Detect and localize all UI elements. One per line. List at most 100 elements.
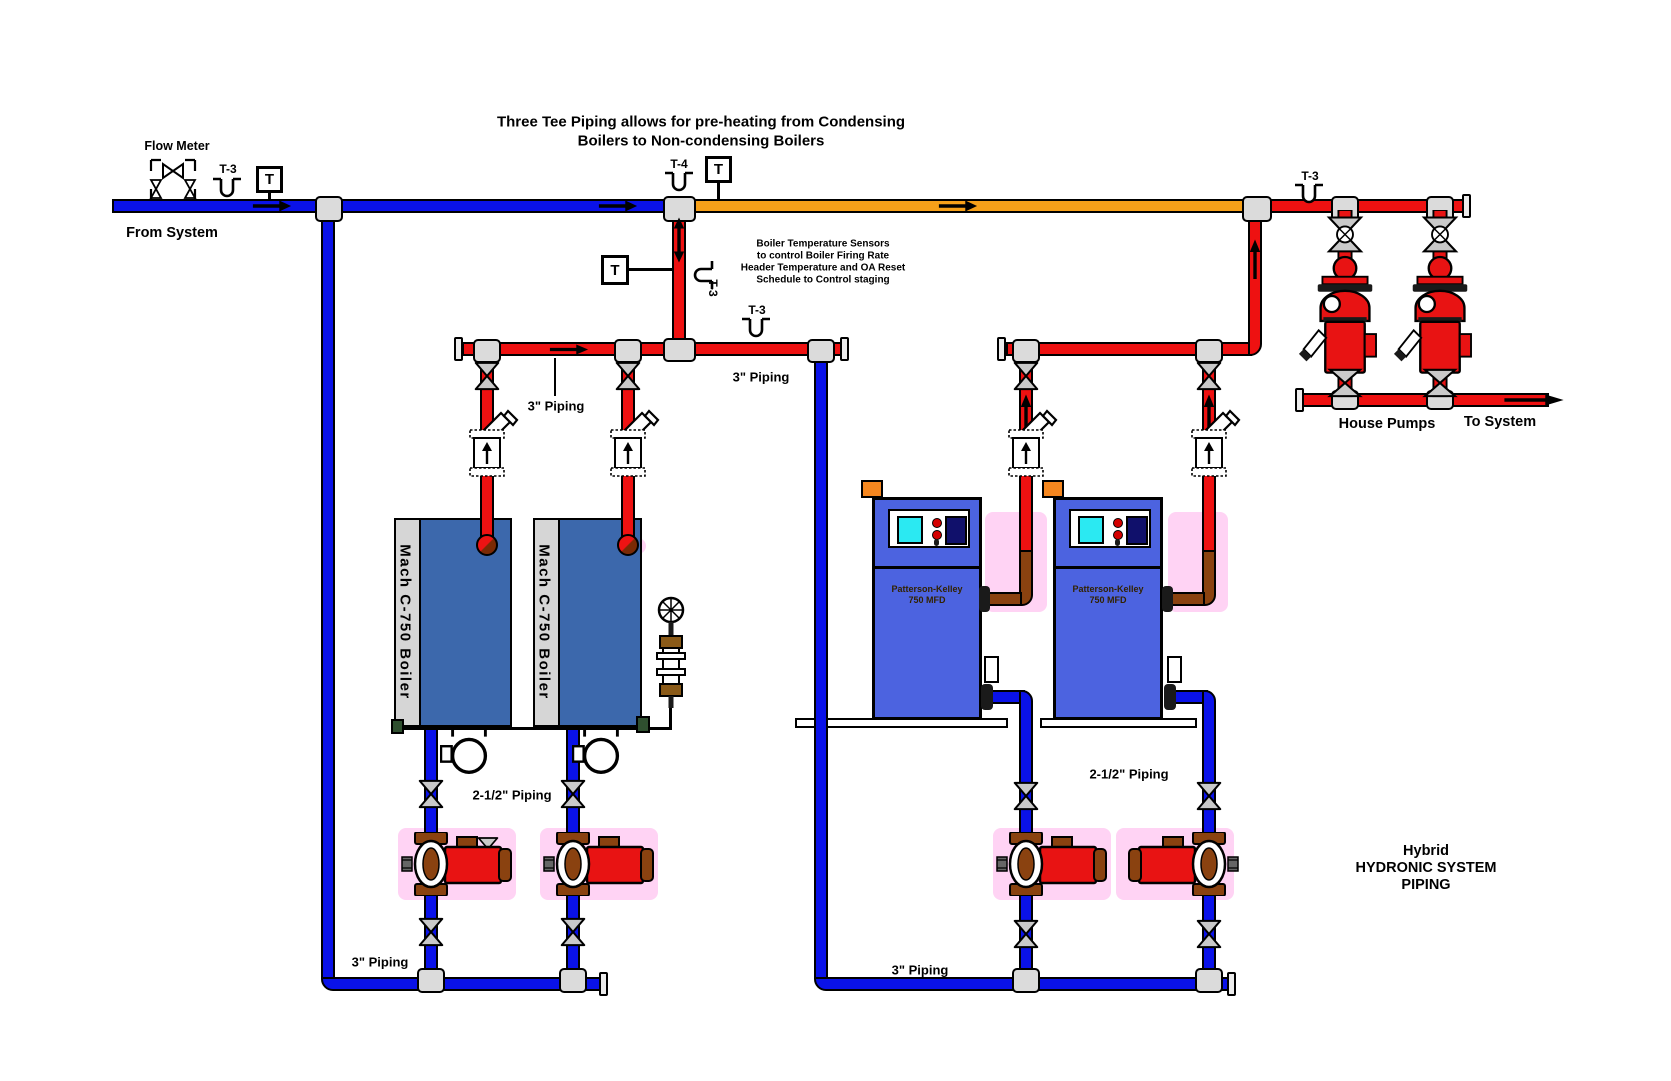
mach-boiler-2-label: Mach C-750 Boiler <box>535 544 553 700</box>
circ-pump-mach-2 <box>572 725 630 779</box>
fitting-bottom-left-tee-1 <box>417 968 445 993</box>
valve-pk-drop-1-lower <box>1012 919 1040 949</box>
boiler-pump-mach-1 <box>401 832 521 896</box>
well-sensor-t3-supply <box>212 177 242 207</box>
flange-pk-riser-2 <box>1162 586 1173 612</box>
fitting-left-header-tee-2 <box>614 339 642 363</box>
fitting-left-header-cross <box>663 338 696 362</box>
from-system-label: From System <box>126 225 218 241</box>
pk-boiler-1-led-1 <box>932 518 942 528</box>
flange-pk-riser-1 <box>979 586 990 612</box>
pk-boiler-1-control-panel <box>888 509 970 548</box>
flow-arrow-left-header <box>549 344 589 355</box>
union-ball-mach-2 <box>617 534 639 556</box>
relief-valve-mach-riser-2 <box>606 404 670 478</box>
mach-boiler-1-label: Mach C-750 Boiler <box>396 544 414 700</box>
footer-line-2: HYDRONIC SYSTEM <box>1355 860 1497 876</box>
temp-sensor-box-3-stem <box>628 268 674 271</box>
footer-line-1: Hybrid <box>1403 843 1449 859</box>
valve-pk-drop-1-upper <box>1012 781 1040 811</box>
pk-boiler-1-label-line-2: 750 MFD <box>908 595 946 605</box>
flow-arrow-right-riser-up <box>1249 238 1261 282</box>
pk-boiler-2-top-tab <box>1042 480 1064 498</box>
pipe-three-tee-drop <box>814 356 828 979</box>
valve-pk-riser-1 <box>1012 361 1040 391</box>
cap-top-header-right <box>1462 194 1471 218</box>
pk-boiler-2-divider <box>1055 566 1161 569</box>
piping-3-label-1: 3" Piping <box>527 398 585 414</box>
flow-arrow-blue-1 <box>252 200 292 212</box>
piping-3-label-3: 3" Piping <box>351 954 409 970</box>
union-ball-mach-1 <box>476 534 498 556</box>
piping-2-5-label-1: 2-1/2" Piping <box>472 787 552 803</box>
page-title-line-1: Three Tee Piping allows for pre-heating … <box>496 113 906 131</box>
t4-label: T-4 <box>670 157 688 171</box>
house-pump-2 <box>1390 210 1490 398</box>
sensor-note-line-4: Schedule to Control staging <box>756 274 890 286</box>
fitting-top-tee-left-drop <box>315 196 343 222</box>
fitting-left-header-tee-1 <box>473 339 501 363</box>
flange-house-pump-header <box>1295 388 1304 412</box>
flow-arrow-mid-riser-double <box>673 217 685 263</box>
sensor-note-line-2: to control Boiler Firing Rate <box>756 250 890 262</box>
page-title-line-2: Boilers to Non-condensing Boilers <box>577 132 825 150</box>
flow-meter-icon <box>148 158 198 202</box>
boiler-pump-pk-1 <box>996 832 1116 896</box>
sensor-note-line-1: Boiler Temperature Sensors <box>756 238 890 250</box>
well-sensor-t3-top-right <box>1294 183 1324 213</box>
pk-boiler-1-display-cyan <box>897 516 923 544</box>
drain-fitting-1 <box>391 719 404 734</box>
drain-fitting-2 <box>636 716 650 733</box>
well-sensor-t4 <box>664 171 694 201</box>
cap-left-header-left <box>454 337 463 361</box>
pk-boiler-1-switch <box>934 539 939 546</box>
fitting-bottom-right-tee-1 <box>1012 968 1040 993</box>
fitting-left-header-tee-3 <box>807 339 835 363</box>
pk-boiler-2-port-cover <box>1167 656 1182 683</box>
temp-sensor-box-1-label: T <box>264 171 275 188</box>
relief-valve-mach-riser-1 <box>465 404 529 478</box>
pk-boiler-2-label-line-2: 750 MFD <box>1089 595 1127 605</box>
pk-boiler-2-led-1 <box>1113 518 1123 528</box>
boiler-pump-mach-2 <box>543 832 663 896</box>
t3-label-mid: T-3 <box>706 279 720 297</box>
boiler-pump-pk-2 <box>1119 832 1239 896</box>
fitting-pk-header-tee-2 <box>1195 339 1223 363</box>
temp-sensor-box-3: T <box>601 255 629 285</box>
valve-pk-drop-2-lower <box>1195 919 1223 949</box>
cap-bottom-left-header <box>599 972 608 996</box>
to-system-label: To System <box>1463 414 1537 430</box>
pk-boiler-2-control-panel <box>1069 509 1151 548</box>
t3-label-top-right: T-3 <box>1301 169 1319 183</box>
fill-valve-gauge-assembly <box>653 596 689 708</box>
t3-label-supply: T-3 <box>219 162 237 176</box>
temp-sensor-box-2-stem <box>717 182 720 201</box>
fitting-top-junction <box>663 196 696 222</box>
cap-bottom-right-header <box>1227 972 1236 996</box>
valve-mach-riser-1 <box>473 361 501 391</box>
footer-line-3: PIPING <box>1401 877 1451 893</box>
pipe-pk-riser-1-stub <box>988 592 1022 606</box>
valve-mach-drop-2-lower <box>559 917 587 947</box>
fitting-bottom-left-tee-2 <box>559 968 587 993</box>
cap-left-header-right <box>840 337 849 361</box>
flow-arrow-orange <box>938 200 978 212</box>
temp-sensor-box-2-label: T <box>713 161 724 178</box>
flange-pk-return-1 <box>981 684 993 710</box>
valve-mach-drop-2-upper <box>559 779 587 809</box>
flow-meter-label: Flow Meter <box>144 139 210 153</box>
flange-pk-return-2 <box>1164 684 1176 710</box>
pk-boiler-1-label-line-1: Patterson-Kelley <box>891 584 963 594</box>
valve-mach-riser-2 <box>614 361 642 391</box>
relief-valve-pk-riser-2 <box>1187 404 1251 478</box>
pipe-left-return-drop <box>321 213 335 979</box>
relief-line-horizontal <box>400 727 672 730</box>
pk-boiler-2-switch <box>1115 539 1120 546</box>
piping-3-label-2: 3" Piping <box>732 369 790 385</box>
piping-3-label-4: 3" Piping <box>891 962 949 978</box>
temp-sensor-box-2: T <box>705 156 732 183</box>
fitting-pk-header-tee-1 <box>1012 339 1040 363</box>
piping-2-5-label-2: 2-1/2" Piping <box>1089 766 1169 782</box>
pk-boiler-2-display-cyan <box>1078 516 1104 544</box>
